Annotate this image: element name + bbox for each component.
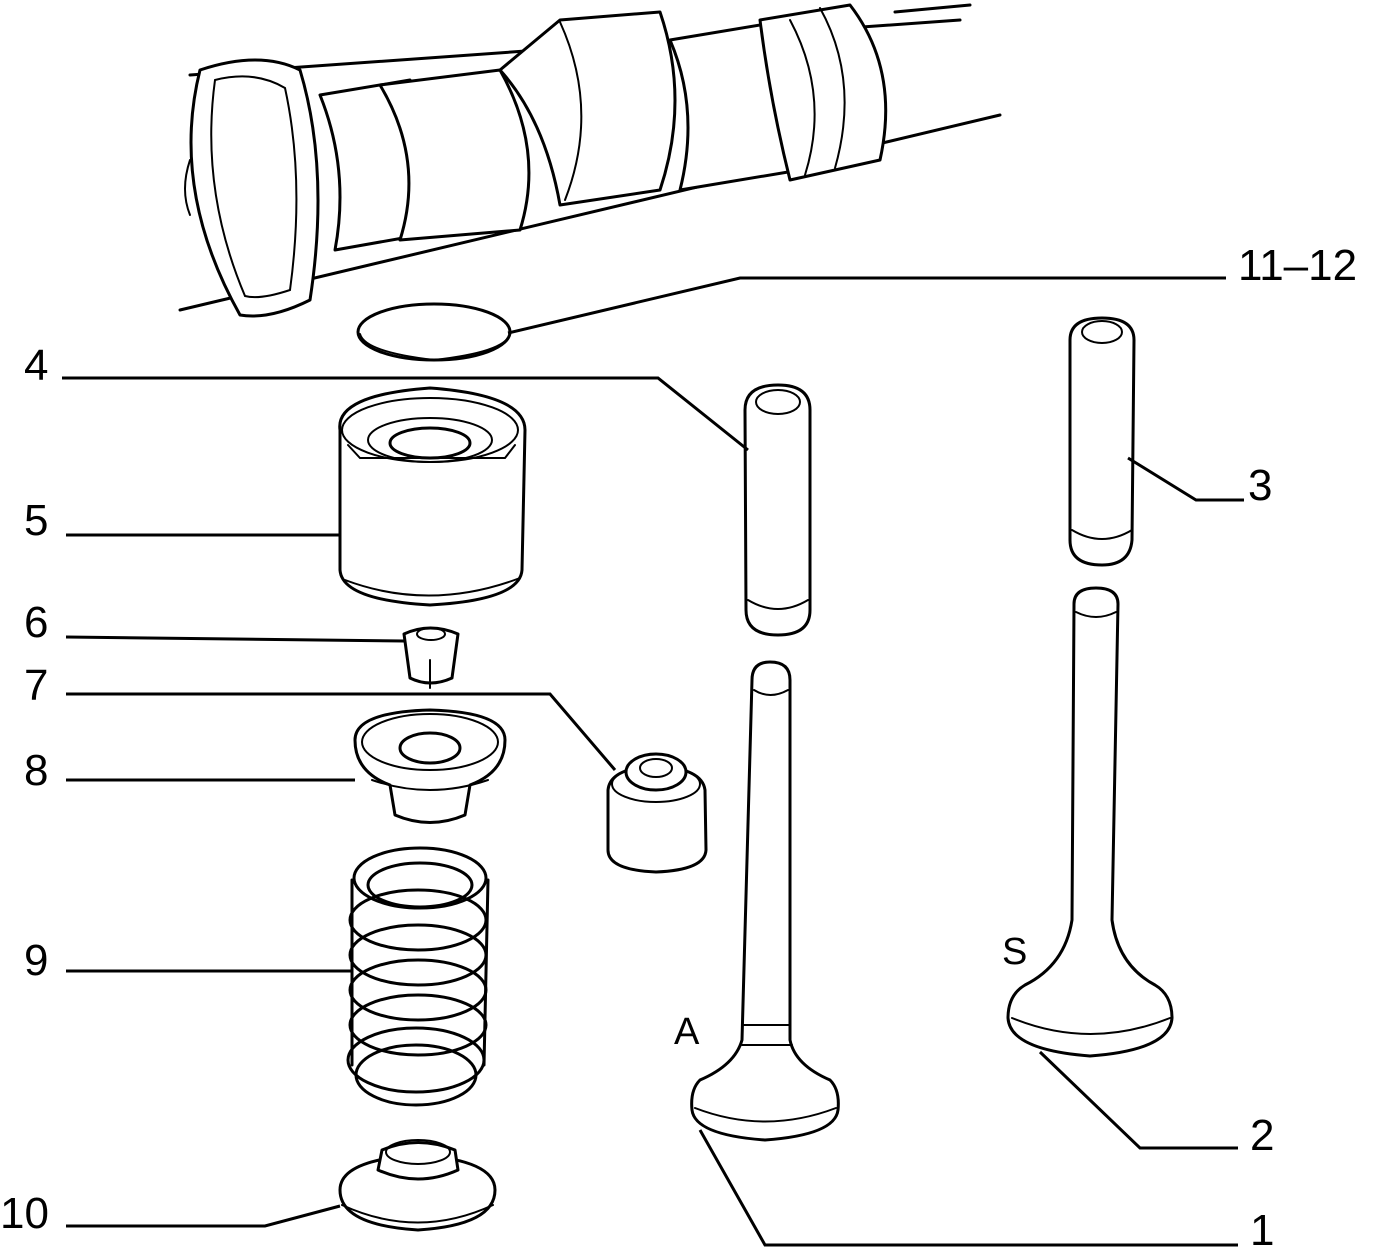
callout-3: 3 — [1248, 461, 1272, 510]
callout-2: 2 — [1250, 1111, 1274, 1160]
valve-spring — [346, 846, 490, 1107]
exhaust-valve-mark: S — [1002, 931, 1027, 973]
callout-11-12: 11–12 — [1238, 241, 1357, 290]
callout-1: 1 — [1250, 1206, 1274, 1250]
tappet-bucket — [338, 386, 527, 607]
callout-7: 7 — [24, 661, 48, 710]
callout-10: 10 — [0, 1189, 49, 1238]
callout-9: 9 — [24, 936, 48, 985]
callout-6: 6 — [24, 598, 48, 647]
valve-stem-seal — [606, 752, 708, 874]
valve-guide-intake — [743, 383, 812, 637]
shim-disc — [356, 302, 512, 362]
intake-valve — [690, 660, 840, 1142]
exhaust-valve — [1006, 586, 1174, 1058]
valve-collet — [402, 626, 460, 689]
callout-8: 8 — [24, 746, 48, 795]
upper-spring-retainer — [353, 708, 507, 824]
lower-spring-seat — [338, 1139, 497, 1232]
leader-lines — [62, 276, 1244, 1247]
camshaft — [178, 3, 1002, 318]
valve-guide-exhaust — [1068, 316, 1136, 567]
callout-4: 4 — [24, 341, 48, 390]
callout-5: 5 — [24, 496, 48, 545]
intake-valve-mark: A — [674, 1011, 700, 1053]
